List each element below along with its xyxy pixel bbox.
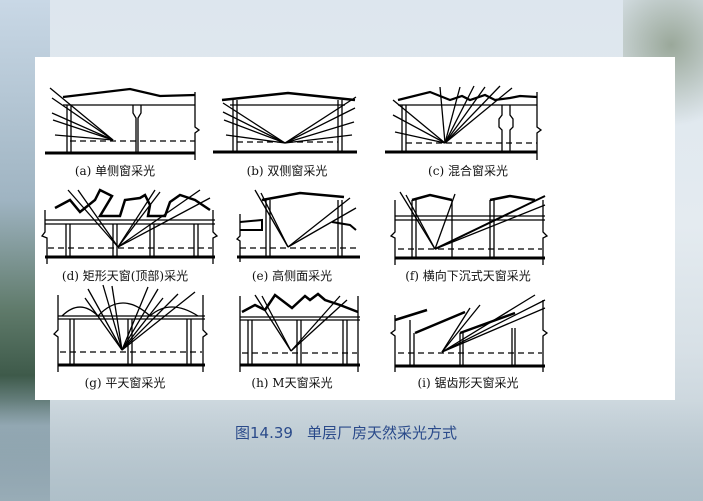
diagram-f-sunken-skylight — [389, 191, 549, 265]
caption-i: (i) 锯齿形天窗采光 — [417, 376, 519, 390]
figure-title: 图14.39 单层厂房天然采光方式 — [235, 422, 471, 443]
background-water — [0, 401, 703, 501]
figure-title-text: 单层厂房天然采光方式 — [306, 424, 457, 442]
caption-e: (e) 高侧面采光 — [251, 269, 333, 283]
diagram-g-flat-skylight — [53, 284, 208, 372]
caption-d: (d) 矩形天窗(顶部)采光 — [61, 269, 189, 283]
diagram-a-single-side-window — [45, 87, 201, 160]
diagram-d-rectangular-skylight — [40, 188, 219, 264]
diagram-c-mixed-window — [385, 85, 543, 160]
caption-a: (a) 单侧窗采光 — [74, 164, 156, 178]
diagram-e-high-side-window — [235, 189, 360, 262]
diagram-i-sawtooth-skylight — [389, 294, 549, 372]
caption-c: (c) 混合窗采光 — [428, 164, 508, 178]
caption-g: (g) 平天窗采光 — [84, 376, 166, 390]
diagram-h-m-skylight — [239, 292, 360, 372]
caption-f: (f) 横向下沉式天窗采光 — [405, 269, 531, 283]
diagram-b-double-side-window — [213, 91, 357, 154]
caption-b: (b) 双侧窗采光 — [246, 164, 328, 178]
caption-h: (h) M天窗采光 — [251, 376, 333, 390]
figure-number: 图14.39 — [235, 424, 293, 442]
